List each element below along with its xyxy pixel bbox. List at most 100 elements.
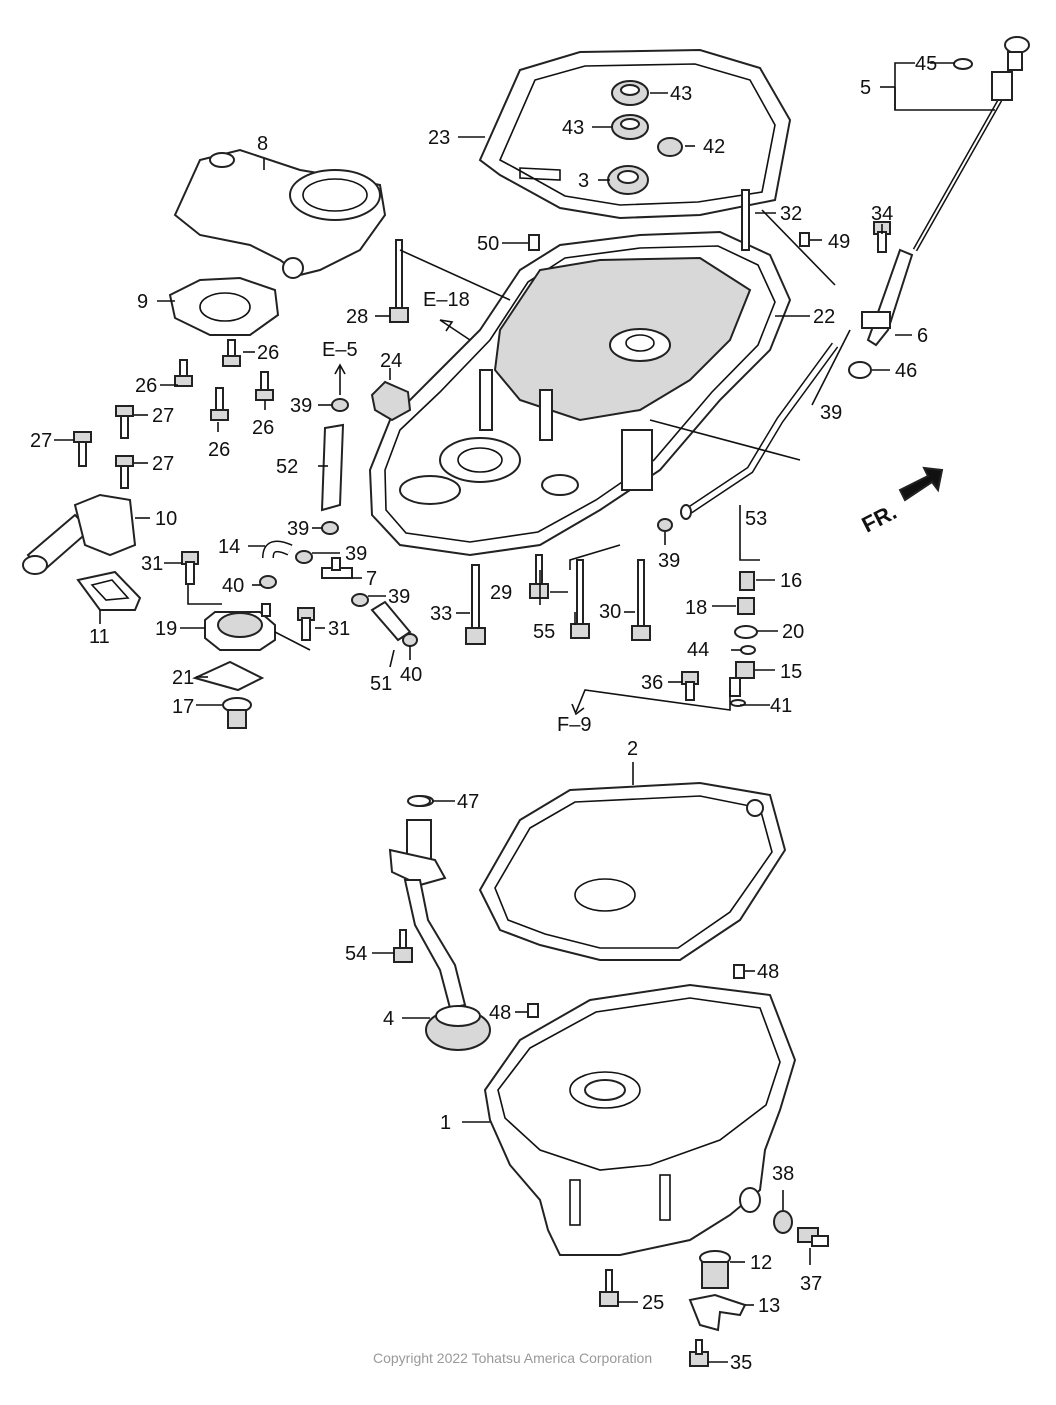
label-39d: 39 (388, 586, 410, 608)
gasket-11 (76, 570, 142, 611)
label-37: 37 (800, 1273, 822, 1295)
bolt-31a (181, 551, 199, 585)
label-31a: 31 (141, 553, 163, 575)
oil-seal-43a (611, 80, 649, 106)
leader-lines (54, 62, 995, 1363)
label-27a: 27 (152, 405, 174, 427)
joint-7 (321, 557, 353, 579)
clamp-40b (402, 633, 418, 647)
label-31b: 31 (328, 618, 350, 640)
clamp-40a (259, 575, 277, 589)
oil-seal-43b (611, 114, 649, 140)
label-39e: 39 (658, 550, 680, 572)
thermostat-17 (222, 697, 252, 729)
label-32: 32 (780, 203, 802, 225)
label-33: 33 (430, 603, 452, 625)
label-2: 2 (627, 738, 638, 760)
bolt-35 (689, 1339, 709, 1367)
label-17: 17 (172, 696, 194, 718)
label-39c: 39 (345, 543, 367, 565)
label-26d: 26 (252, 417, 274, 439)
hose-52 (320, 423, 345, 512)
label-10: 10 (155, 508, 177, 530)
bolt-54 (393, 929, 413, 963)
label-14: 14 (218, 536, 240, 558)
label-42: 42 (703, 136, 725, 158)
clamp-39d (351, 593, 369, 607)
label-46: 46 (895, 360, 917, 382)
gasket-9 (168, 276, 280, 336)
label-16: 16 (780, 570, 802, 592)
label-53: 53 (745, 508, 767, 530)
copyright-notice: Copyright 2022 Tohatsu America Corporati… (373, 1350, 652, 1366)
label-27b: 27 (30, 430, 52, 452)
clamp-39c (295, 550, 313, 564)
bolt-26d (255, 371, 274, 401)
oil-pan-upper-body (368, 230, 792, 557)
label-26c: 26 (208, 439, 230, 461)
valve-18 (737, 597, 755, 615)
label-9: 9 (137, 291, 148, 313)
bolt-26a (222, 339, 241, 367)
label-1: 1 (440, 1112, 451, 1134)
label-13: 13 (758, 1295, 780, 1317)
label-7: 7 (366, 568, 377, 590)
label-6: 6 (917, 325, 928, 347)
water-cover (173, 148, 387, 279)
label-34: 34 (871, 203, 893, 225)
label-48a: 48 (757, 961, 779, 983)
label-4: 4 (383, 1008, 394, 1030)
clamp-39b (321, 521, 339, 535)
bolt-25 (599, 1269, 619, 1307)
grommet-24 (370, 380, 412, 422)
label-28: 28 (346, 306, 368, 328)
label-39a: 39 (290, 395, 312, 417)
label-43b: 43 (562, 117, 584, 139)
bolt-29 (529, 554, 549, 599)
label-20: 20 (782, 621, 804, 643)
label-40b: 40 (400, 664, 422, 686)
washer-38 (773, 1210, 793, 1234)
label-19: 19 (155, 618, 177, 640)
label-26a: 26 (257, 342, 279, 364)
label-18: 18 (685, 597, 707, 619)
label-29: 29 (490, 582, 512, 604)
label-12: 12 (750, 1252, 772, 1274)
oil-strainer (388, 795, 491, 1051)
gasket-21 (192, 660, 265, 692)
oil-seal-3 (607, 165, 649, 195)
label-15: 15 (780, 661, 802, 683)
label-35: 35 (730, 1352, 752, 1374)
label-11: 11 (89, 626, 110, 648)
bolt-26b (174, 359, 193, 387)
label-21: 21 (172, 667, 194, 689)
ref-f9: F–9 (557, 714, 591, 736)
label-25: 25 (642, 1292, 664, 1314)
bolt-37 (797, 1227, 829, 1247)
label-24: 24 (380, 350, 402, 372)
label-54: 54 (345, 943, 367, 965)
pin-50 (528, 234, 540, 251)
bolt-32 (741, 189, 750, 251)
clamp-39a (331, 398, 349, 412)
thermostat-cover-19 (204, 603, 276, 651)
label-41: 41 (770, 695, 792, 717)
label-43a: 43 (670, 83, 692, 105)
pin-48a (527, 1003, 539, 1018)
label-55: 55 (533, 621, 555, 643)
oring-47 (407, 795, 431, 807)
label-3: 3 (578, 170, 589, 192)
dipstick-guide (861, 248, 914, 347)
pin-49 (799, 232, 810, 247)
bolt-28 (389, 239, 409, 323)
dipstick (912, 36, 1030, 252)
label-23: 23 (428, 127, 450, 149)
label-27c: 27 (152, 453, 174, 475)
bolt-27c (115, 455, 134, 489)
label-49: 49 (828, 231, 850, 253)
label-40a: 40 (222, 575, 244, 597)
ref-e5: E–5 (322, 339, 358, 361)
label-52: 52 (276, 456, 298, 478)
front-label: FR. (858, 499, 901, 537)
